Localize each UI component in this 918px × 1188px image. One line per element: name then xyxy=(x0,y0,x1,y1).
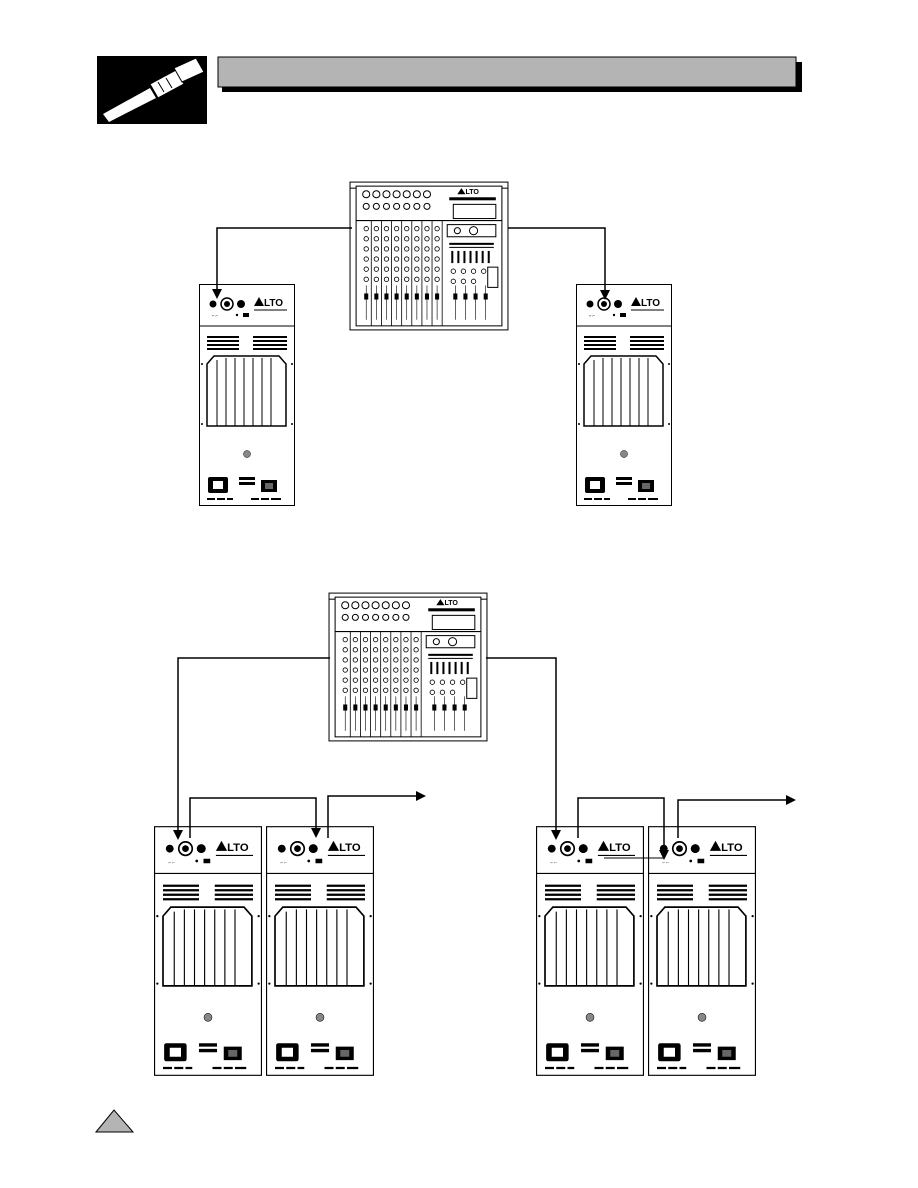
speaker-b xyxy=(266,827,374,1076)
section-title-bar xyxy=(218,57,802,92)
triangle-page-marker-icon xyxy=(96,1110,133,1132)
speaker-right xyxy=(576,285,672,506)
xlr-plug-icon xyxy=(97,56,207,124)
speaker-a xyxy=(154,827,262,1076)
mixer-panel-bottom xyxy=(329,593,487,741)
speaker-c xyxy=(536,827,644,1076)
diagram-bottom xyxy=(154,593,794,1075)
cable-bottom-left xyxy=(178,658,330,838)
diagram-top xyxy=(199,182,672,505)
speaker-d xyxy=(648,827,756,1076)
mixer-panel-top xyxy=(350,182,508,330)
speaker-left xyxy=(199,285,295,506)
cable-bottom-right xyxy=(486,658,556,838)
